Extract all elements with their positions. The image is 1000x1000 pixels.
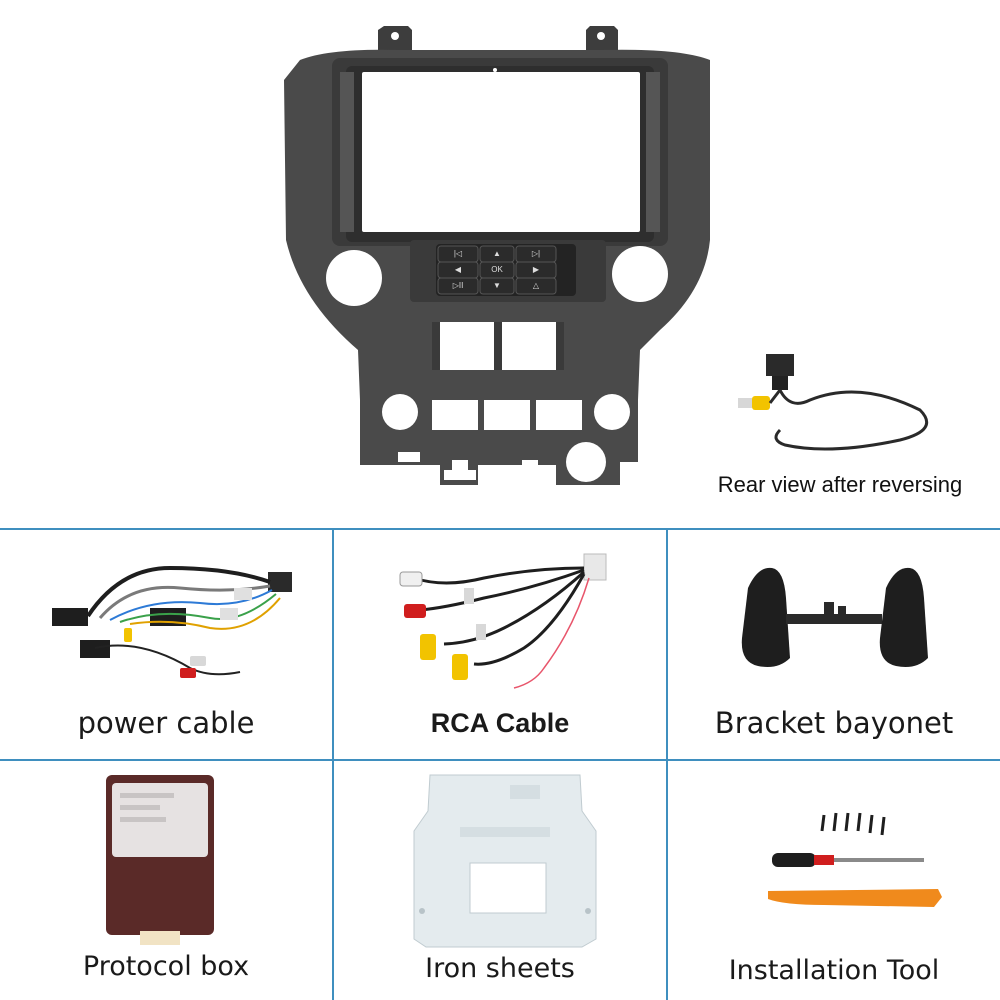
frame-button-up: ▲ bbox=[493, 249, 501, 258]
protocol-box-illustration bbox=[106, 775, 214, 945]
frame-button-home: △ bbox=[532, 281, 540, 290]
bracket-bayonet-illustration bbox=[741, 567, 928, 667]
frame-button-ok: OK bbox=[491, 265, 503, 274]
installation-tool-illustration bbox=[768, 812, 942, 907]
grid-divider-col1 bbox=[332, 528, 334, 1000]
frame-button-right: ▶ bbox=[532, 265, 540, 274]
item-bracket-bayonet: Bracket bayonet bbox=[668, 530, 1000, 759]
frame-button-play-pause: ▷II bbox=[452, 281, 464, 290]
rear-view-caption: Rear view after reversing bbox=[717, 472, 963, 497]
item-rca-cable: RCA Cable bbox=[334, 530, 666, 759]
rca-cable-illustration bbox=[399, 553, 607, 689]
hero-product-area: |◁ ▷| ◀ OK ▶ ▷II ▼ ▲ △ Rear view after r… bbox=[284, 26, 963, 497]
item-installation-tool: Installation Tool bbox=[668, 761, 1000, 1000]
grid-divider-middle bbox=[0, 759, 1000, 761]
item-label: Bracket bayonet bbox=[714, 706, 954, 740]
dash-frame-illustration bbox=[284, 26, 710, 485]
item-label: power cable bbox=[77, 706, 255, 740]
item-power-cable: power cable bbox=[0, 530, 332, 759]
grid-divider-col2 bbox=[666, 528, 668, 1000]
item-label: Installation Tool bbox=[728, 955, 940, 986]
iron-sheets-illustration bbox=[413, 774, 597, 948]
frame-button-next: ▷| bbox=[531, 249, 541, 258]
item-protocol-box: Protocol box bbox=[0, 761, 332, 1000]
rear-view-cable-illustration bbox=[738, 354, 929, 451]
grid-divider-top bbox=[0, 528, 1000, 530]
item-label: RCA Cable bbox=[430, 708, 570, 738]
frame-button-down: ▼ bbox=[493, 281, 501, 290]
item-label: Iron sheets bbox=[425, 953, 575, 984]
frame-button-left: ◀ bbox=[454, 265, 462, 274]
item-label: Protocol box bbox=[82, 951, 250, 982]
frame-button-prev: |◁ bbox=[453, 249, 463, 258]
power-cable-illustration bbox=[52, 565, 292, 678]
item-iron-sheets: Iron sheets bbox=[334, 761, 666, 1000]
